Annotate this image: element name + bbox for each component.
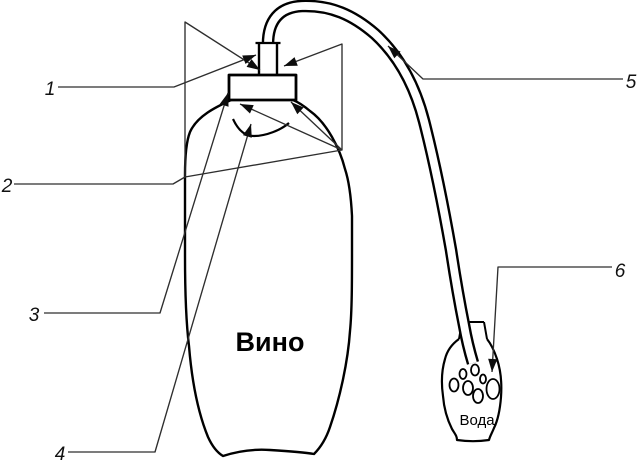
wine-label: Вино bbox=[236, 327, 305, 357]
stopper bbox=[227, 73, 298, 102]
arrow-hose bbox=[388, 46, 401, 59]
bubble-icon bbox=[470, 363, 480, 377]
leader-4 bbox=[68, 123, 252, 453]
leader-6 bbox=[491, 266, 612, 373]
arrow-water bbox=[488, 358, 498, 372]
big-bottle-outline bbox=[183, 98, 354, 458]
part-label-6: 6 bbox=[615, 261, 626, 282]
part-label-4: 4 bbox=[55, 444, 66, 460]
part-label-1: 1 bbox=[45, 79, 56, 100]
leader-3 bbox=[44, 92, 229, 314]
leader-1 bbox=[58, 54, 257, 88]
part-label-2: 2 bbox=[1, 176, 13, 197]
arrow-shoulder-dome bbox=[242, 124, 252, 138]
bubble-icon bbox=[479, 373, 487, 385]
leader-5 bbox=[387, 45, 623, 80]
arrow-tube-left-upper bbox=[242, 55, 256, 65]
arrow-neck-left bbox=[240, 104, 254, 114]
neck-dome-arc bbox=[232, 118, 290, 138]
water-seal-tube-inner bbox=[264, 2, 477, 365]
small-bottle-body bbox=[440, 338, 503, 443]
arrow-neck-right bbox=[291, 102, 304, 115]
arrow-stopper-corner bbox=[219, 93, 229, 107]
arrow-tube-base-left bbox=[246, 59, 260, 70]
arrow-tube-right bbox=[284, 57, 298, 66]
stopper-tube-walls bbox=[257, 44, 279, 75]
leader-2-fan-left bbox=[239, 103, 343, 151]
bubble-icon bbox=[462, 380, 474, 396]
leader-2-frame bbox=[184, 43, 343, 178]
bubble-icon bbox=[448, 377, 460, 393]
part-label-5: 5 bbox=[626, 72, 637, 93]
bubble-icon bbox=[458, 368, 468, 380]
part-label-3: 3 bbox=[29, 305, 40, 326]
bubble-icon bbox=[485, 378, 501, 400]
bubble-icon bbox=[472, 388, 484, 404]
water-label: Вода bbox=[459, 412, 495, 429]
